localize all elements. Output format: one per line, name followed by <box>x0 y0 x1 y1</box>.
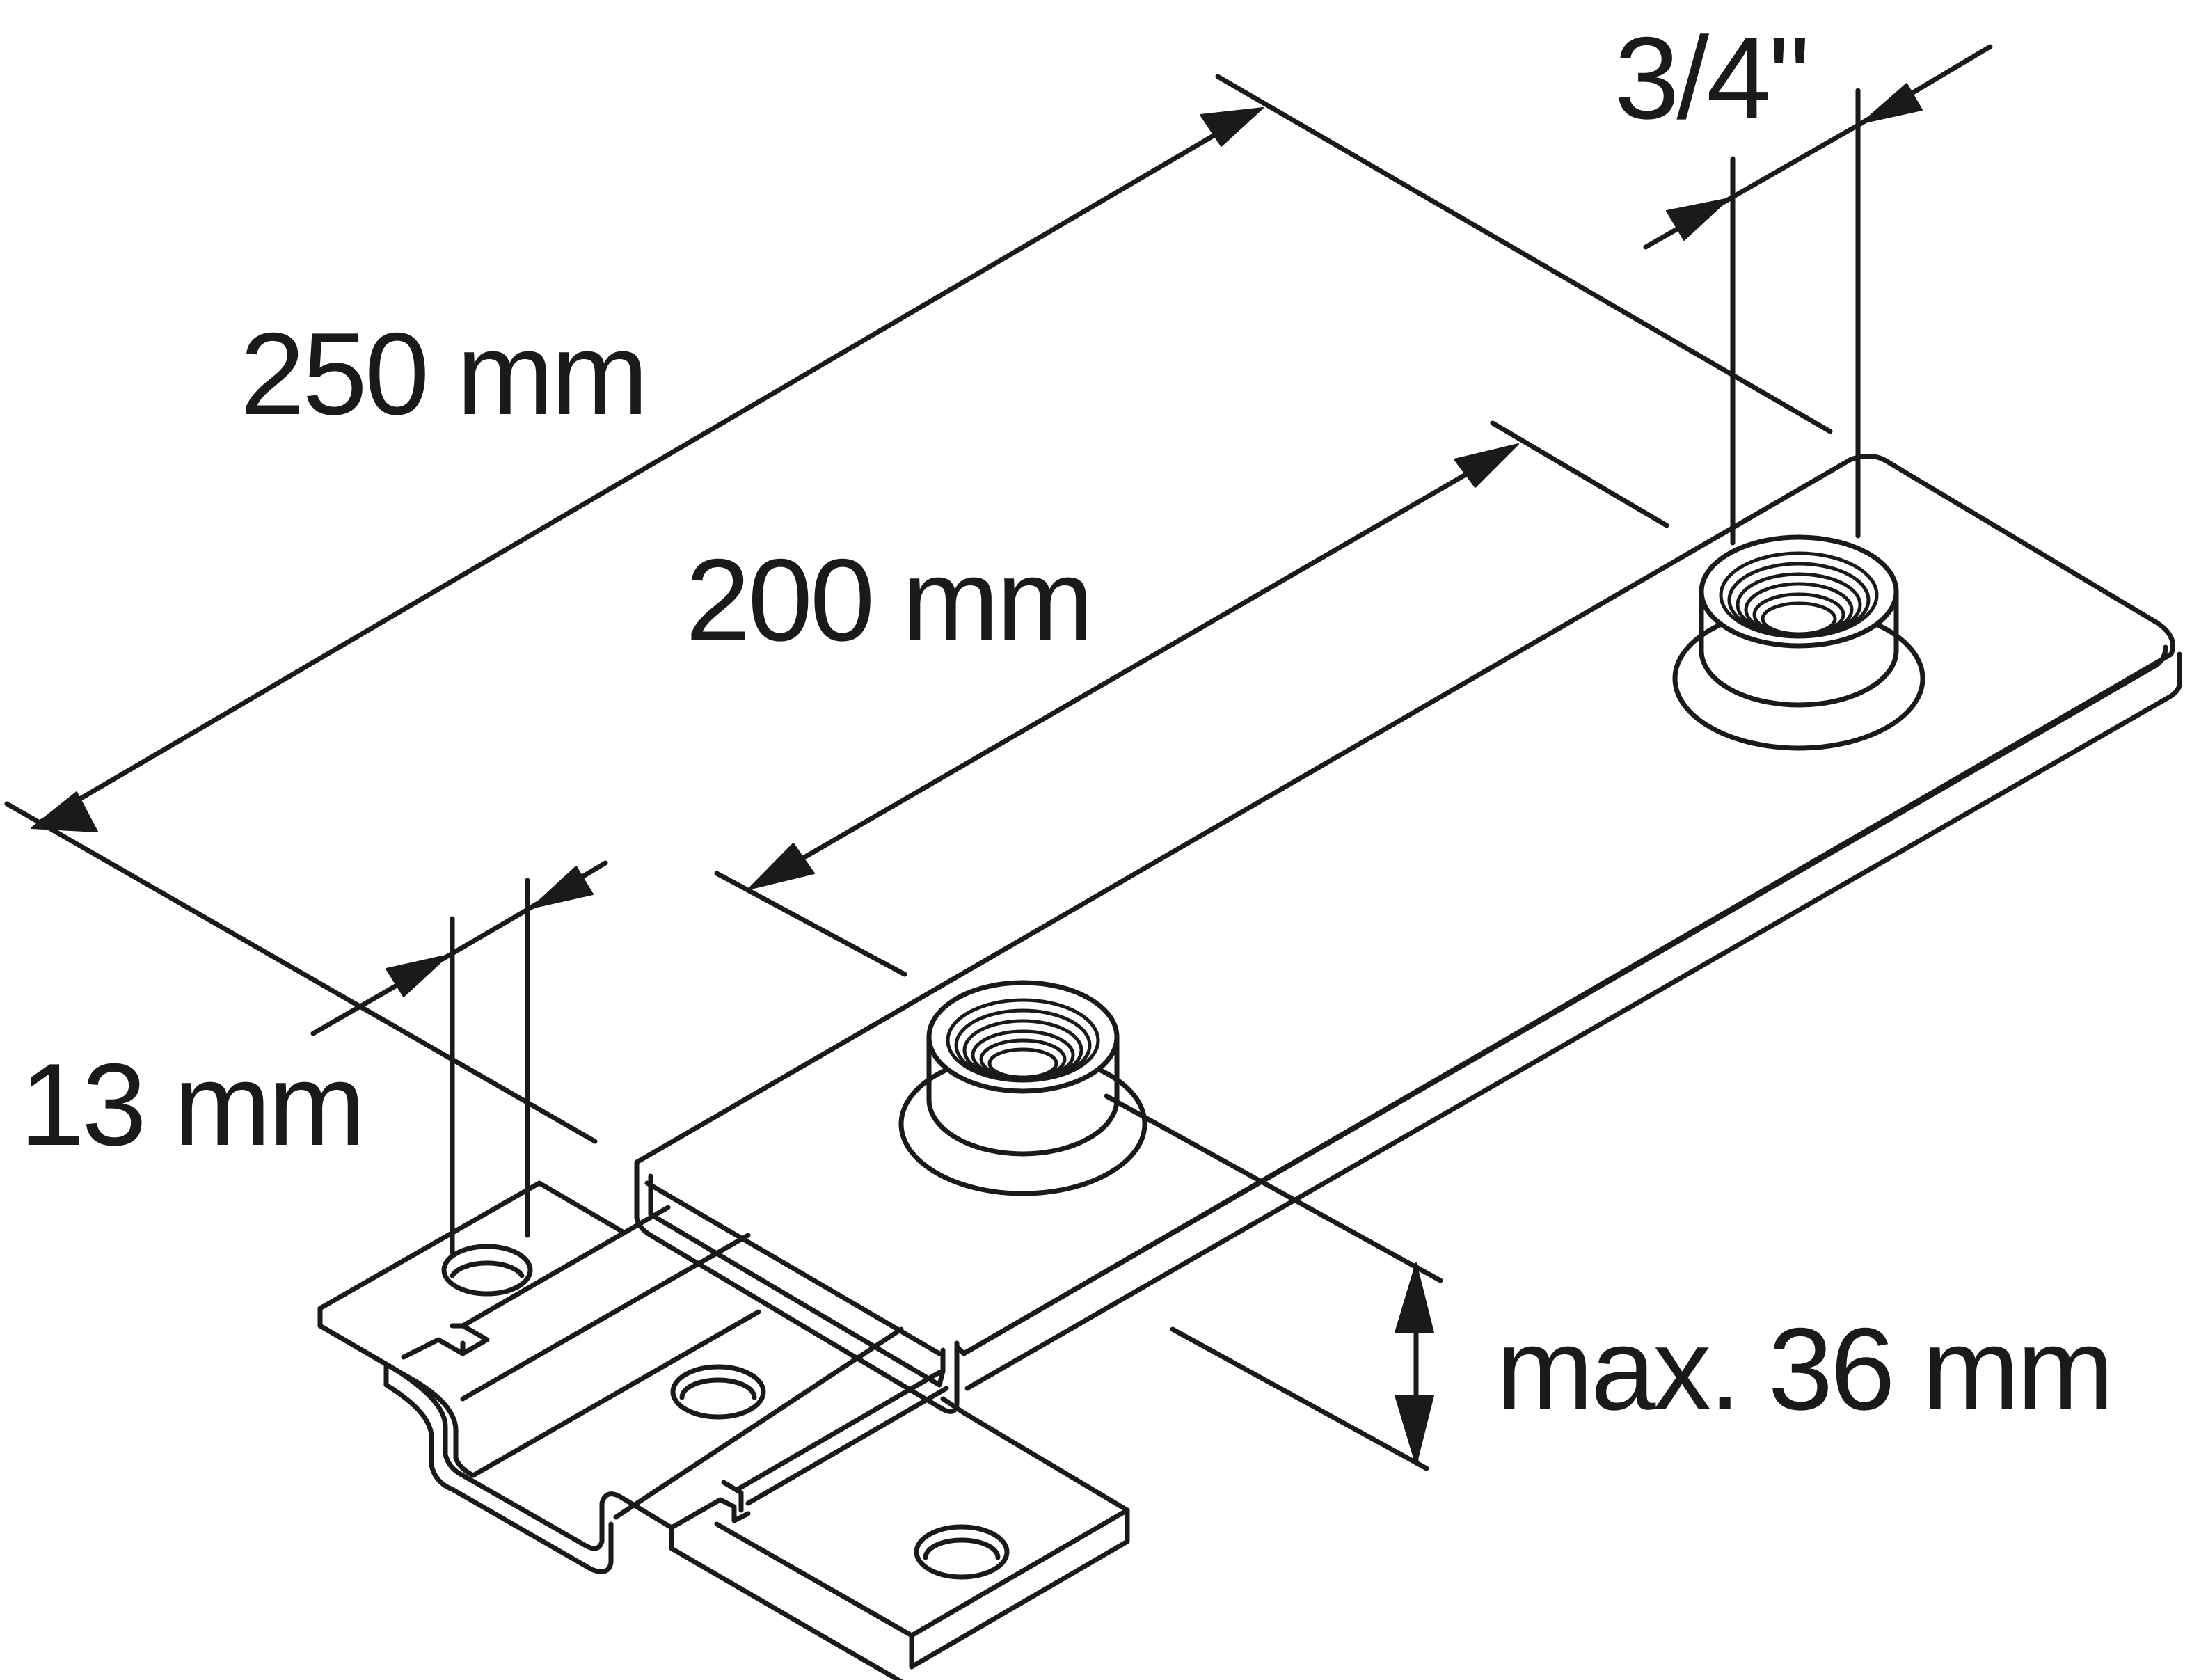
dimension-13mm: 13 mm <box>19 860 608 1255</box>
arrow-200-right <box>1454 443 1519 488</box>
clamp-assembly <box>317 1173 1130 1680</box>
bar-top-face <box>634 454 2175 1356</box>
dimension-250mm: 250 mm <box>4 74 1833 1144</box>
arrow-13-right <box>530 866 594 909</box>
label-200mm: 200 mm <box>685 534 1091 665</box>
label-thread: 3/4" <box>1614 13 1807 143</box>
label-36mm: max. 36 mm <box>1496 1303 2111 1434</box>
arrow-250-left <box>31 791 98 832</box>
bar-front-edge-inner <box>961 644 2168 1356</box>
arrow-200-left <box>747 843 815 890</box>
dimension-200mm: 200 mm <box>685 420 1669 977</box>
arrow-thread-left <box>1666 198 1730 241</box>
arrow-36-top <box>1395 1262 1434 1333</box>
dimension-36mm: max. 36 mm <box>1104 1093 2114 1471</box>
label-250mm: 250 mm <box>240 308 646 439</box>
dimension-thread: 3/4" <box>1614 13 1993 546</box>
label-13mm: 13 mm <box>19 1039 363 1170</box>
threaded-boss-rear <box>1672 534 1925 751</box>
bar-front-edge <box>964 651 2182 1391</box>
arrow-36-bottom <box>1395 1395 1434 1466</box>
arrow-13-left <box>386 954 450 997</box>
arrow-250-right <box>1200 107 1264 147</box>
flat-bar <box>634 454 2182 1391</box>
arrow-thread-right <box>1861 83 1923 124</box>
threaded-boss-front <box>898 980 1147 1196</box>
